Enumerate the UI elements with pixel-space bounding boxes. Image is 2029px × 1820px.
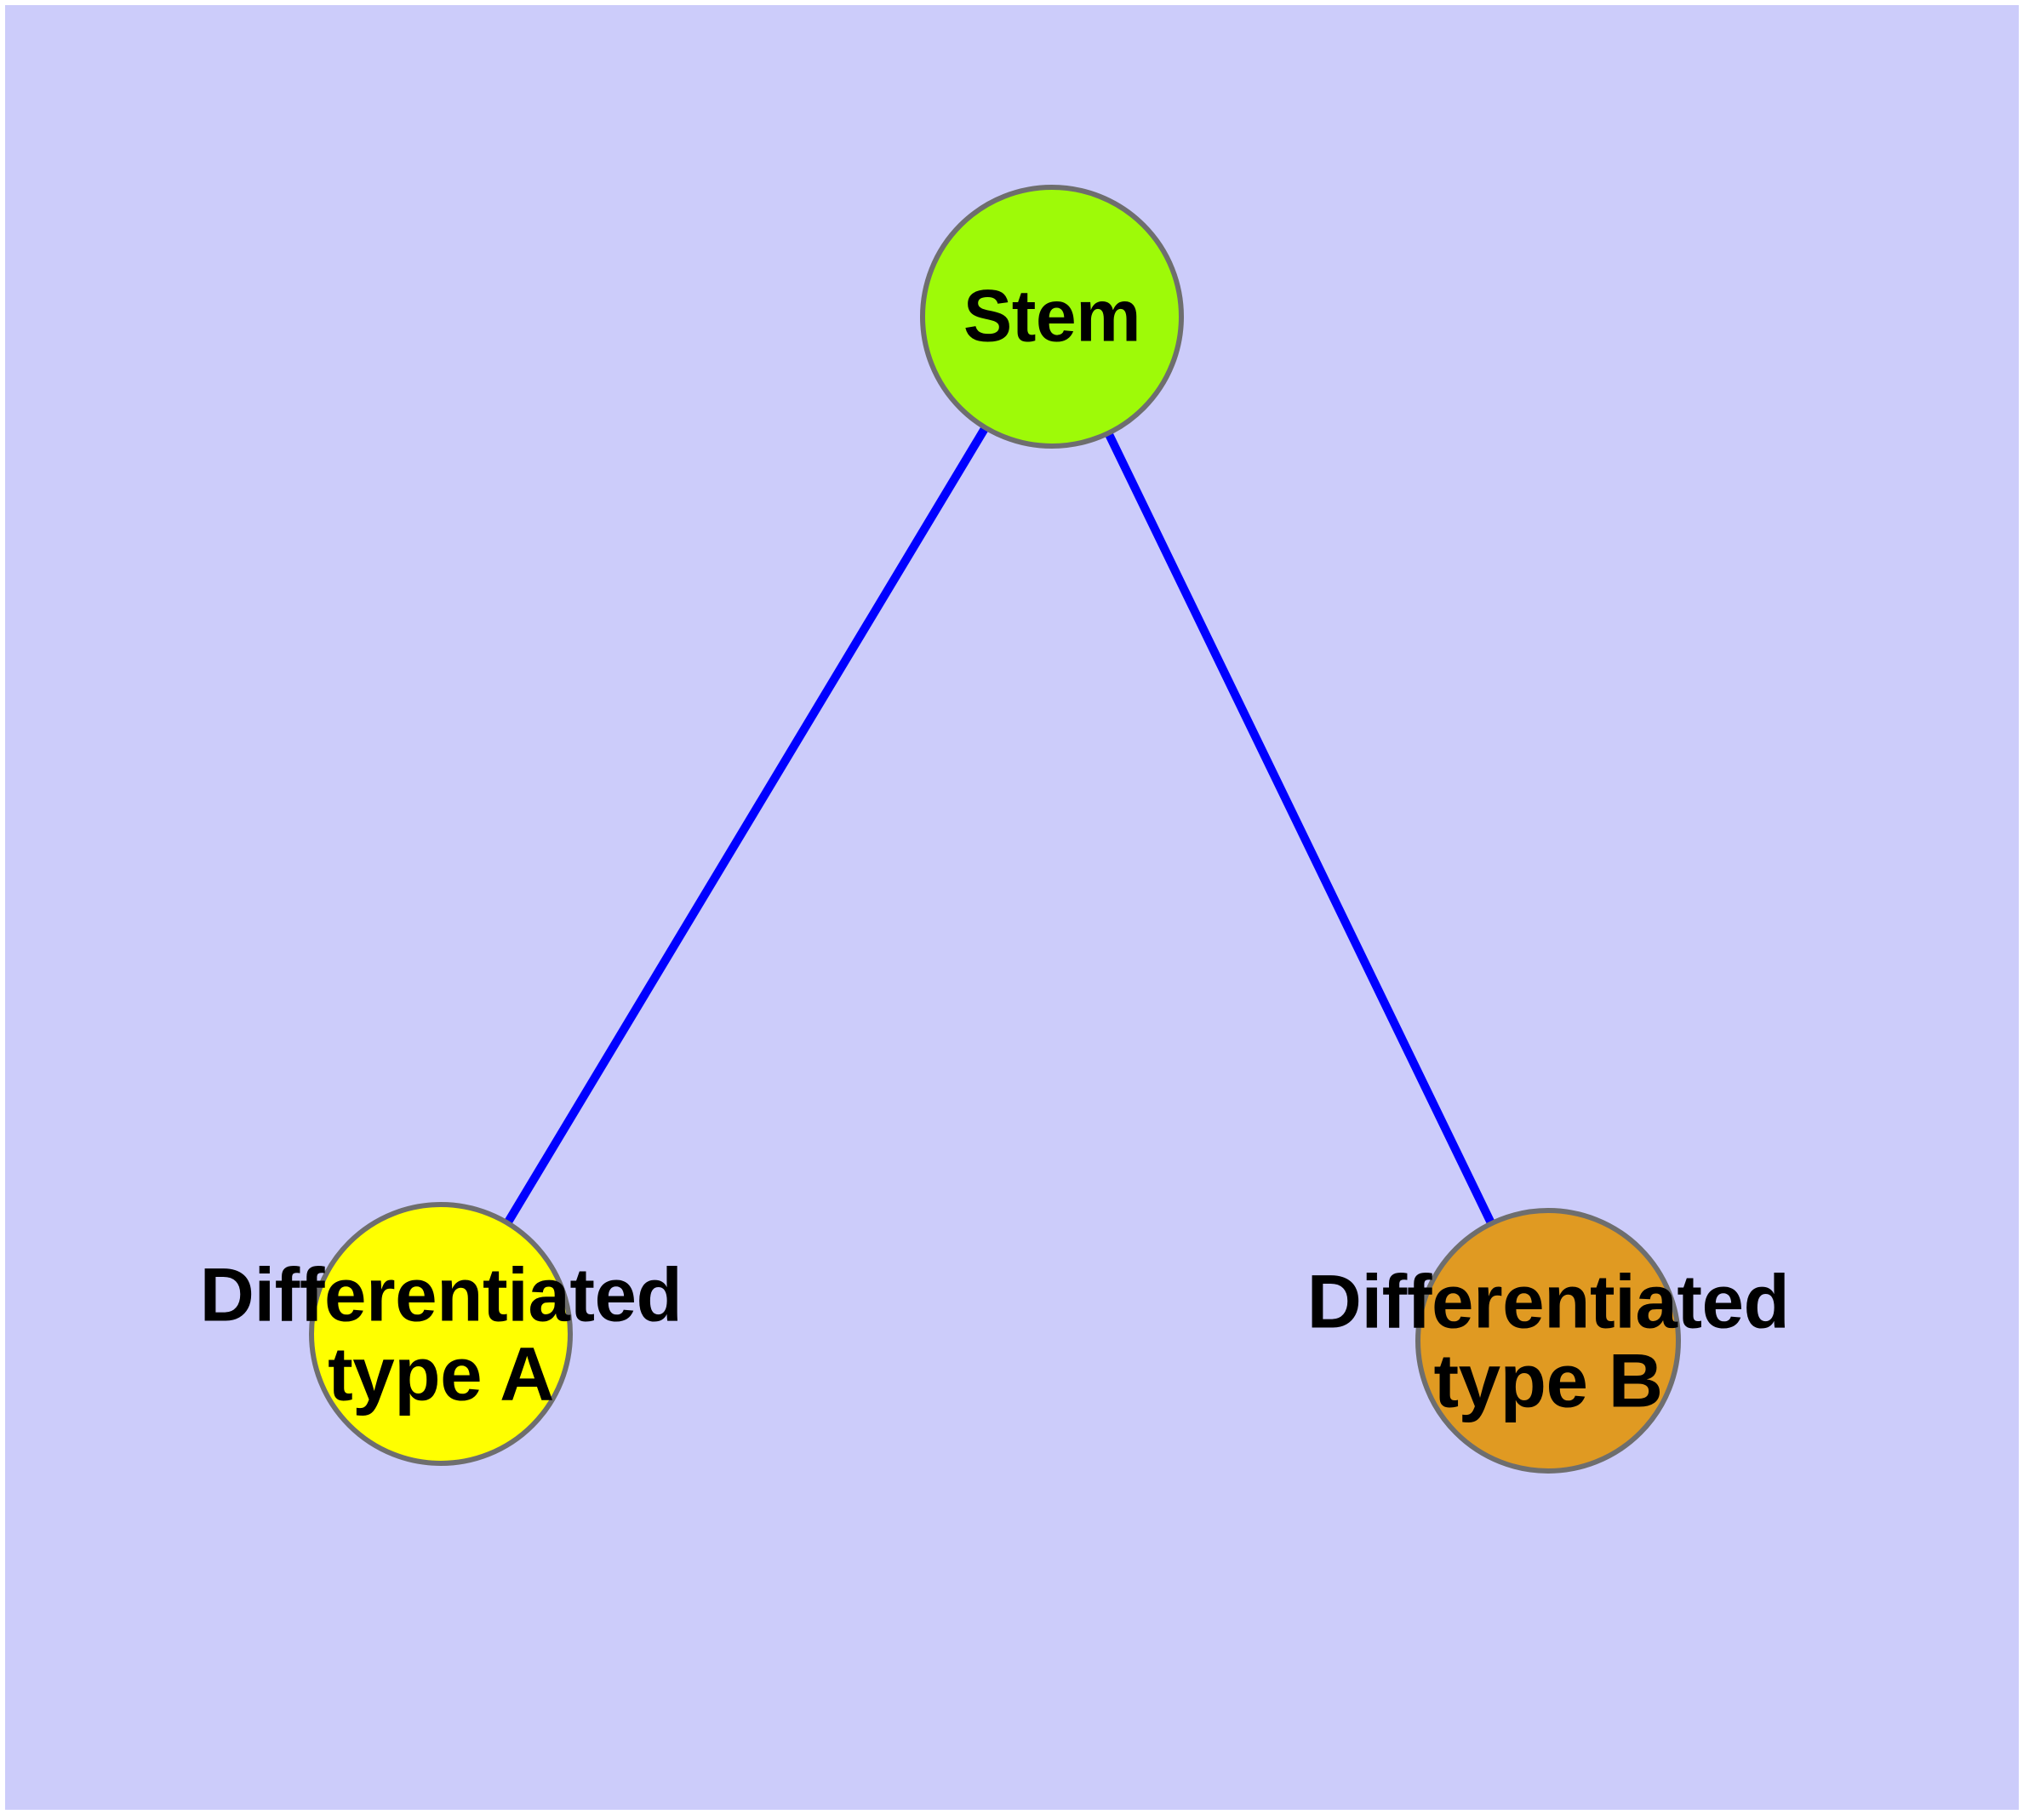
graph-node-diff_b[interactable]	[1415, 1208, 1681, 1474]
graph-edge	[1105, 432, 1495, 1224]
node-layer	[309, 185, 1681, 1474]
graph-node-stem[interactable]	[920, 185, 1184, 449]
graph-edge	[505, 426, 988, 1224]
edge-layer	[505, 426, 1495, 1224]
graph-node-diff_a[interactable]	[309, 1202, 573, 1466]
